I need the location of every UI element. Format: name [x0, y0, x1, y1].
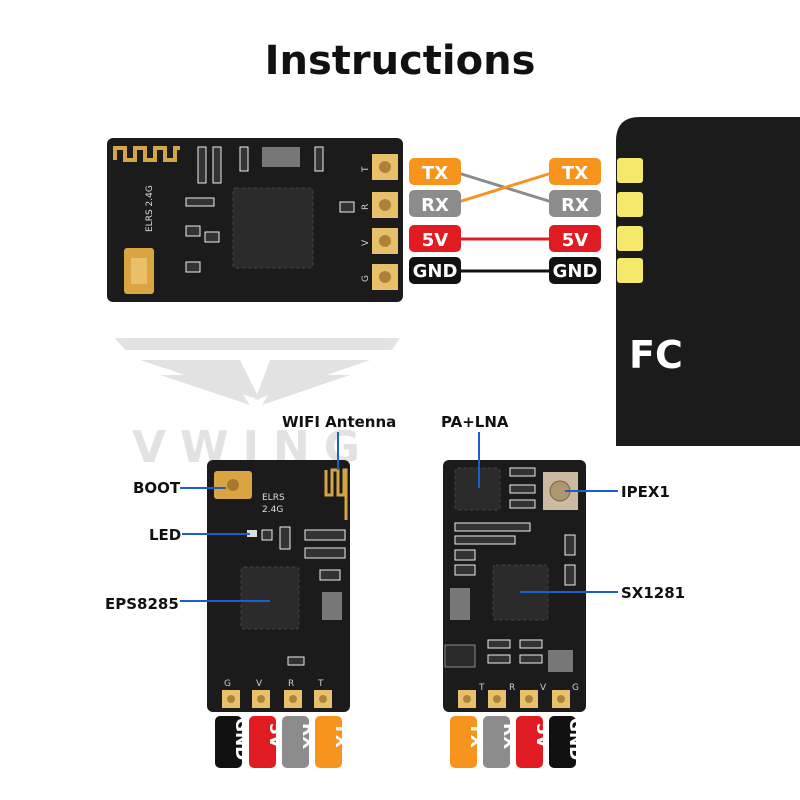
vwing-watermark-logo: VWING [115, 338, 400, 473]
fc-pin-pills: TX RX 5V GND [549, 158, 601, 284]
top-receiver-board: ELRS 2.4G T R V G [107, 138, 403, 302]
wifi-antenna-trace [324, 468, 348, 520]
back-label-rx: RX [499, 723, 519, 749]
front-label-tx: TX [331, 723, 351, 748]
receiver-pad-g [372, 264, 398, 290]
back-pads [458, 690, 570, 708]
receiver-pad-r [372, 192, 398, 218]
pill-fc-side-gnd: GND [553, 261, 598, 282]
back-pin-labels: TX RX 5V GND [450, 716, 585, 768]
pill-rx-side-gnd: GND [413, 261, 458, 282]
back-label-gnd: GND [565, 718, 585, 760]
back-pad-label-r: R [509, 683, 515, 693]
back-callouts: PA+LNA IPEX1 SX1281 [441, 413, 685, 602]
back-pad-label-v: V [540, 683, 547, 693]
pa-lna-chip [454, 467, 501, 511]
pill-fc-side-rx: RX [561, 195, 589, 216]
front-label-gnd: GND [231, 718, 251, 760]
receiver-pad-t [372, 154, 398, 180]
board-silkscreen: ELRS 2.4G [145, 185, 155, 232]
back-label-5v: 5V [532, 723, 552, 749]
front-pads [222, 690, 332, 708]
back-pad-label-t: T [478, 683, 485, 693]
front-pad-label-g: G [224, 679, 231, 689]
pad-label-v: V [361, 239, 371, 246]
pad-label-g: G [361, 275, 371, 282]
pill-rx-side-rx: RX [421, 195, 449, 216]
pad-label-r: R [361, 204, 371, 210]
callout-eps8285: EPS8285 [105, 595, 179, 613]
eps8285-chip [240, 566, 300, 630]
front-pin-labels: GND 5V RX TX [215, 716, 351, 768]
front-pad-label-v: V [256, 679, 263, 689]
front-label-5v: 5V [265, 723, 285, 749]
pill-rx-side-tx: TX [422, 163, 448, 184]
callout-boot: BOOT [133, 479, 181, 497]
back-pad-label-g: G [572, 683, 579, 693]
back-board: T R V G [443, 460, 586, 712]
wire-rx-to-tx [454, 170, 556, 205]
callout-led: LED [149, 526, 181, 544]
front-board: ELRS 2.4G G V R T [207, 460, 350, 712]
wiring-lines [454, 170, 556, 273]
front-label-rx: RX [298, 723, 318, 749]
pill-fc-side-tx: TX [562, 163, 588, 184]
front-callouts: WIFI Antenna BOOT LED EPS8285 [105, 413, 396, 613]
back-label-tx: TX [466, 723, 486, 748]
front-silkscreen-2: 2.4G [262, 505, 283, 515]
page-title: Instructions [264, 38, 536, 84]
pcb-antenna-trace [113, 146, 180, 162]
receiver-pad-v [372, 228, 398, 254]
mcu-chip [232, 187, 314, 269]
led-component [247, 530, 257, 537]
fc-pad-rx [617, 192, 643, 217]
callout-wifi-antenna: WIFI Antenna [282, 413, 396, 431]
callout-ipex1: IPEX1 [621, 483, 670, 501]
front-pad-label-r: R [288, 679, 294, 689]
fc-pad-5v [617, 226, 643, 251]
fc-pad-gnd [617, 258, 643, 283]
callout-sx1281: SX1281 [621, 584, 685, 602]
front-pad-label-t: T [317, 679, 324, 689]
pill-fc-side-5v: 5V [562, 230, 589, 251]
pad-label-t: T [361, 166, 371, 173]
front-silkscreen-1: ELRS [262, 493, 285, 503]
receiver-pin-pills: TX RX 5V GND [409, 158, 461, 284]
pill-rx-side-5v: 5V [422, 230, 449, 251]
fc-pad-tx [617, 158, 643, 183]
fc-label: FC [629, 333, 683, 377]
flight-controller-board: FC [616, 117, 800, 446]
callout-pa-lna: PA+LNA [441, 413, 509, 431]
